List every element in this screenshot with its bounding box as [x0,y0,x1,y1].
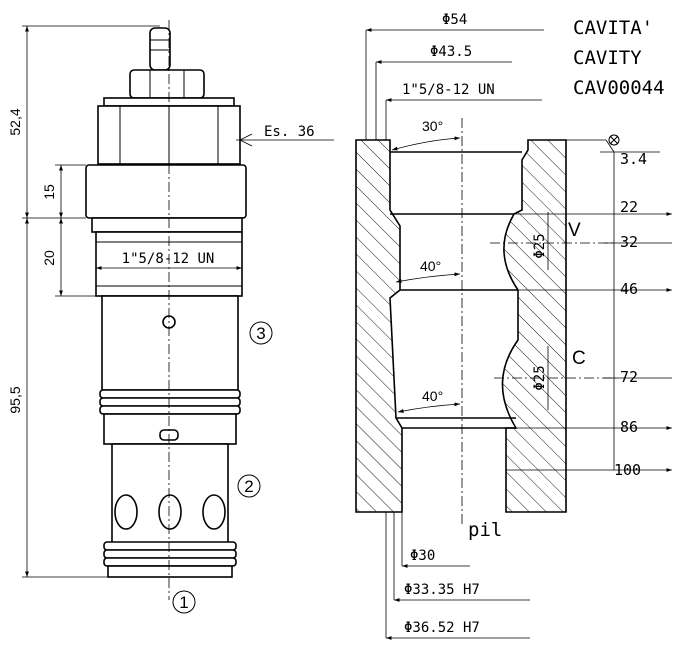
valve-view: 52,4 15 20 95,5 1"5/8-12 UN [7,20,334,614]
valve-hex-body [85,164,247,219]
valve-thread-label: 1"5/8-12 UN [122,251,215,267]
port-c-label: C [572,348,586,369]
port-2-marker [237,474,261,498]
port-3-label: 3 [256,324,265,343]
depth-32: 32 [620,233,638,251]
port-1-marker [172,590,196,614]
cavity-wall-left [355,139,403,513]
valve-cylinder-upper [101,295,239,391]
lock-nut [129,69,205,99]
port-v-dia: Φ25 [532,233,548,258]
dia-bore-33-label: Φ33.35 H7 [404,582,480,598]
adjust-screw [149,27,171,71]
cavity-code: CAV00044 [573,77,665,99]
angle-top: 30° [422,118,443,134]
valve-neck [91,217,243,233]
dia-top-label: Φ54 [442,12,467,28]
valve-tip [107,565,233,578]
pilot-label: pil [468,519,502,541]
dim-nut-height: 15 [41,184,57,200]
port-3-marker [249,321,273,345]
cavity-wall-right [501,139,567,513]
dia-bore-30-label: Φ30 [410,548,435,564]
depth-72: 72 [620,368,638,386]
angle-mid: 40° [420,258,441,274]
wrench-size-label: Es. 36 [264,124,315,140]
cavity-title-it: CAVITA' [573,17,653,39]
dia-counterbore-label: Φ43.5 [430,44,472,60]
depth-22: 22 [620,198,638,216]
seal-groove-2 [103,541,237,551]
dim-lower-length: 95,5 [7,386,23,413]
angle-bot: 40° [422,388,443,404]
depth-100: 100 [614,461,641,479]
seal-groove-1 [99,389,241,399]
dim-total-upper: 52,4 [7,108,23,135]
depth-46: 46 [620,280,638,298]
port-c-dia: Φ25 [532,365,548,390]
depth-86: 86 [620,418,638,436]
port-v-label: V [568,220,581,241]
cavity-view: CAVITA' CAVITY CAV00044 30° 40° 40° Φ54 … [355,12,672,640]
port-1-label: 1 [179,593,188,612]
port-2-label: 2 [244,477,253,496]
cavity-thread-label: 1"5/8-12 UN [402,82,495,98]
dim-thread-height: 20 [41,250,57,266]
datum-symbol [608,134,620,146]
depth-3-4: 3.4 [620,150,647,168]
dia-bore-36-label: Φ36.52 H7 [404,620,480,636]
cavity-title-en: CAVITY [573,47,642,69]
